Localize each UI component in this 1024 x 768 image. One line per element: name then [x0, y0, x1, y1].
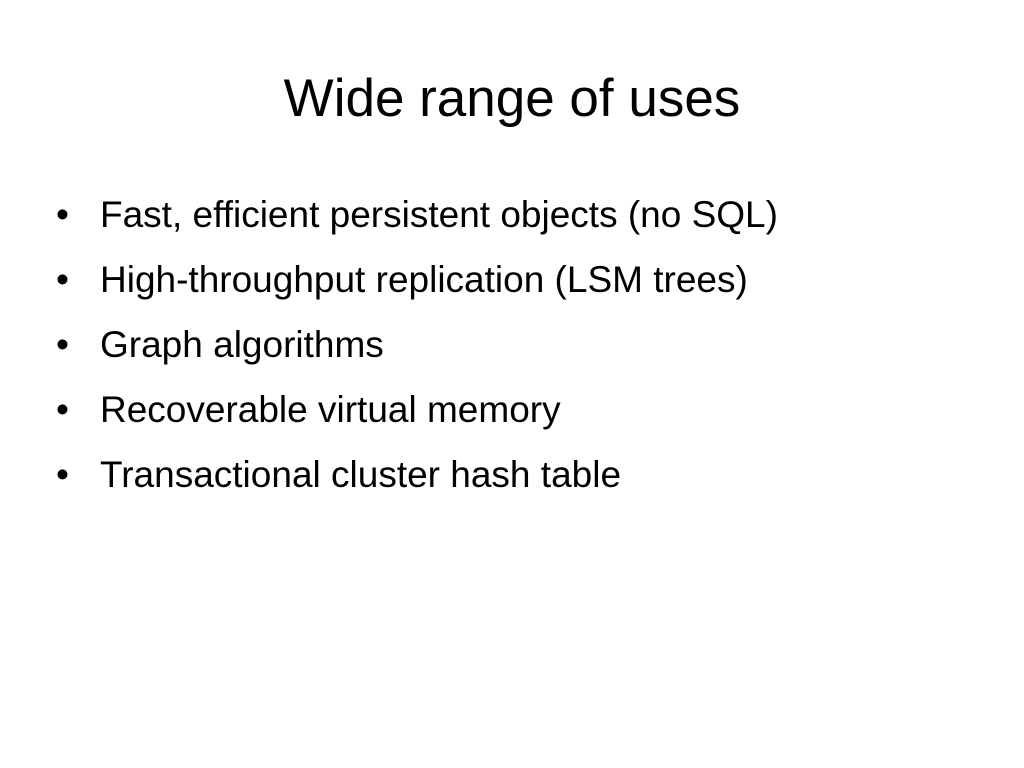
bullet-text: Graph algorithms: [100, 324, 384, 365]
list-item: • Graph algorithms: [56, 316, 996, 381]
bullet-text: High-throughput replication (LSM trees): [100, 259, 748, 300]
slide-title: Wide range of uses: [283, 69, 741, 128]
list-item: • Fast, efficient persistent objects (no…: [56, 186, 996, 251]
list-item: • High-throughput replication (LSM trees…: [56, 251, 996, 316]
bullet-icon: •: [56, 389, 69, 430]
bullet-icon: •: [56, 194, 69, 235]
list-item: • Recoverable virtual memory: [56, 381, 996, 446]
bullet-icon: •: [56, 324, 69, 365]
bullet-icon: •: [56, 454, 69, 495]
bullet-text: Transactional cluster hash table: [100, 454, 622, 495]
bullet-text: Recoverable virtual memory: [100, 389, 561, 430]
list-item: • Transactional cluster hash table: [56, 446, 996, 511]
bullet-icon: •: [56, 259, 69, 300]
bullet-list: • Fast, efficient persistent objects (no…: [56, 186, 996, 511]
bullet-text: Fast, efficient persistent objects (no S…: [100, 194, 778, 235]
